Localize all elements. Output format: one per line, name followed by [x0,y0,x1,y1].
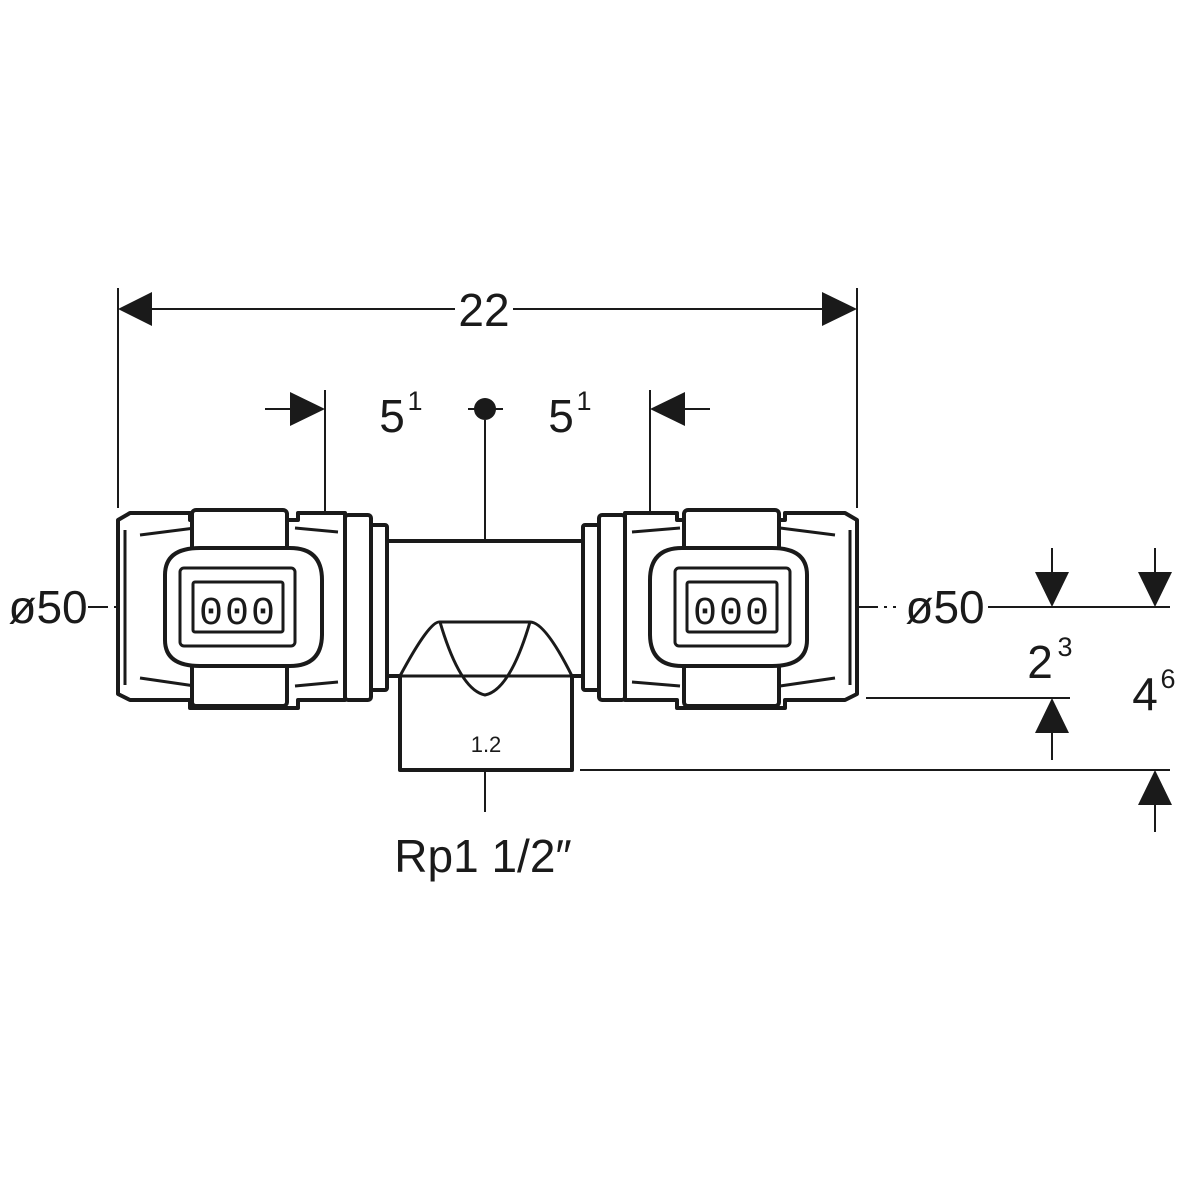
svg-text:5: 5 [379,390,405,442]
right-ring [581,513,627,702]
right-grip-code: 000 [693,592,771,637]
right-diameter-label: ø50 [905,581,984,633]
left-insertion-base: 5 [379,390,405,442]
arrow-right-head [822,292,857,326]
right-insertion-sup: 1 [576,386,591,416]
left-insertion-sup: 1 [407,386,422,416]
left-insertion-dimension: 5 1 [265,386,423,522]
left-ring [343,513,389,702]
axis-to-bottom-sup: 6 [1160,664,1175,694]
axis-to-branch-dimension: 2 3 [1027,548,1073,760]
overall-length-dimension: 22 [117,284,858,508]
branch-thread-label: Rp1 1/2″ [394,830,571,882]
arrow-right-insertion-head [650,392,685,426]
arrow-down-head-a [1035,572,1069,607]
extension-lines [580,606,1170,771]
arrow-up-head-a [1035,698,1069,733]
right-press-connector: 000 [623,508,859,710]
branch-inner-label: 1.2 [471,732,502,757]
overall-length-label: 22 [458,284,509,336]
arrow-up-head-b [1138,770,1172,805]
left-diameter-label: ø50 [8,581,87,633]
right-insertion-base: 5 [548,390,574,442]
left-grip-window [163,546,324,668]
arrow-down-head-b [1138,572,1172,607]
left-press-connector: 000 [116,508,347,710]
svg-text:5: 5 [548,390,574,442]
right-grip-window [648,546,809,668]
left-grip-code: 000 [199,592,277,637]
right-insertion-dimension: 5 1 [548,386,710,522]
arrow-left-head [118,292,152,326]
tee-body: 1.2 [385,539,585,772]
axis-to-branch-sup: 3 [1057,632,1072,662]
axis-to-branch-base: 2 [1027,636,1053,688]
arrow-left-insertion-head [290,392,325,426]
axis-to-bottom-base: 4 [1132,668,1158,720]
axis-to-bottom-dimension: 4 6 [1132,548,1176,832]
